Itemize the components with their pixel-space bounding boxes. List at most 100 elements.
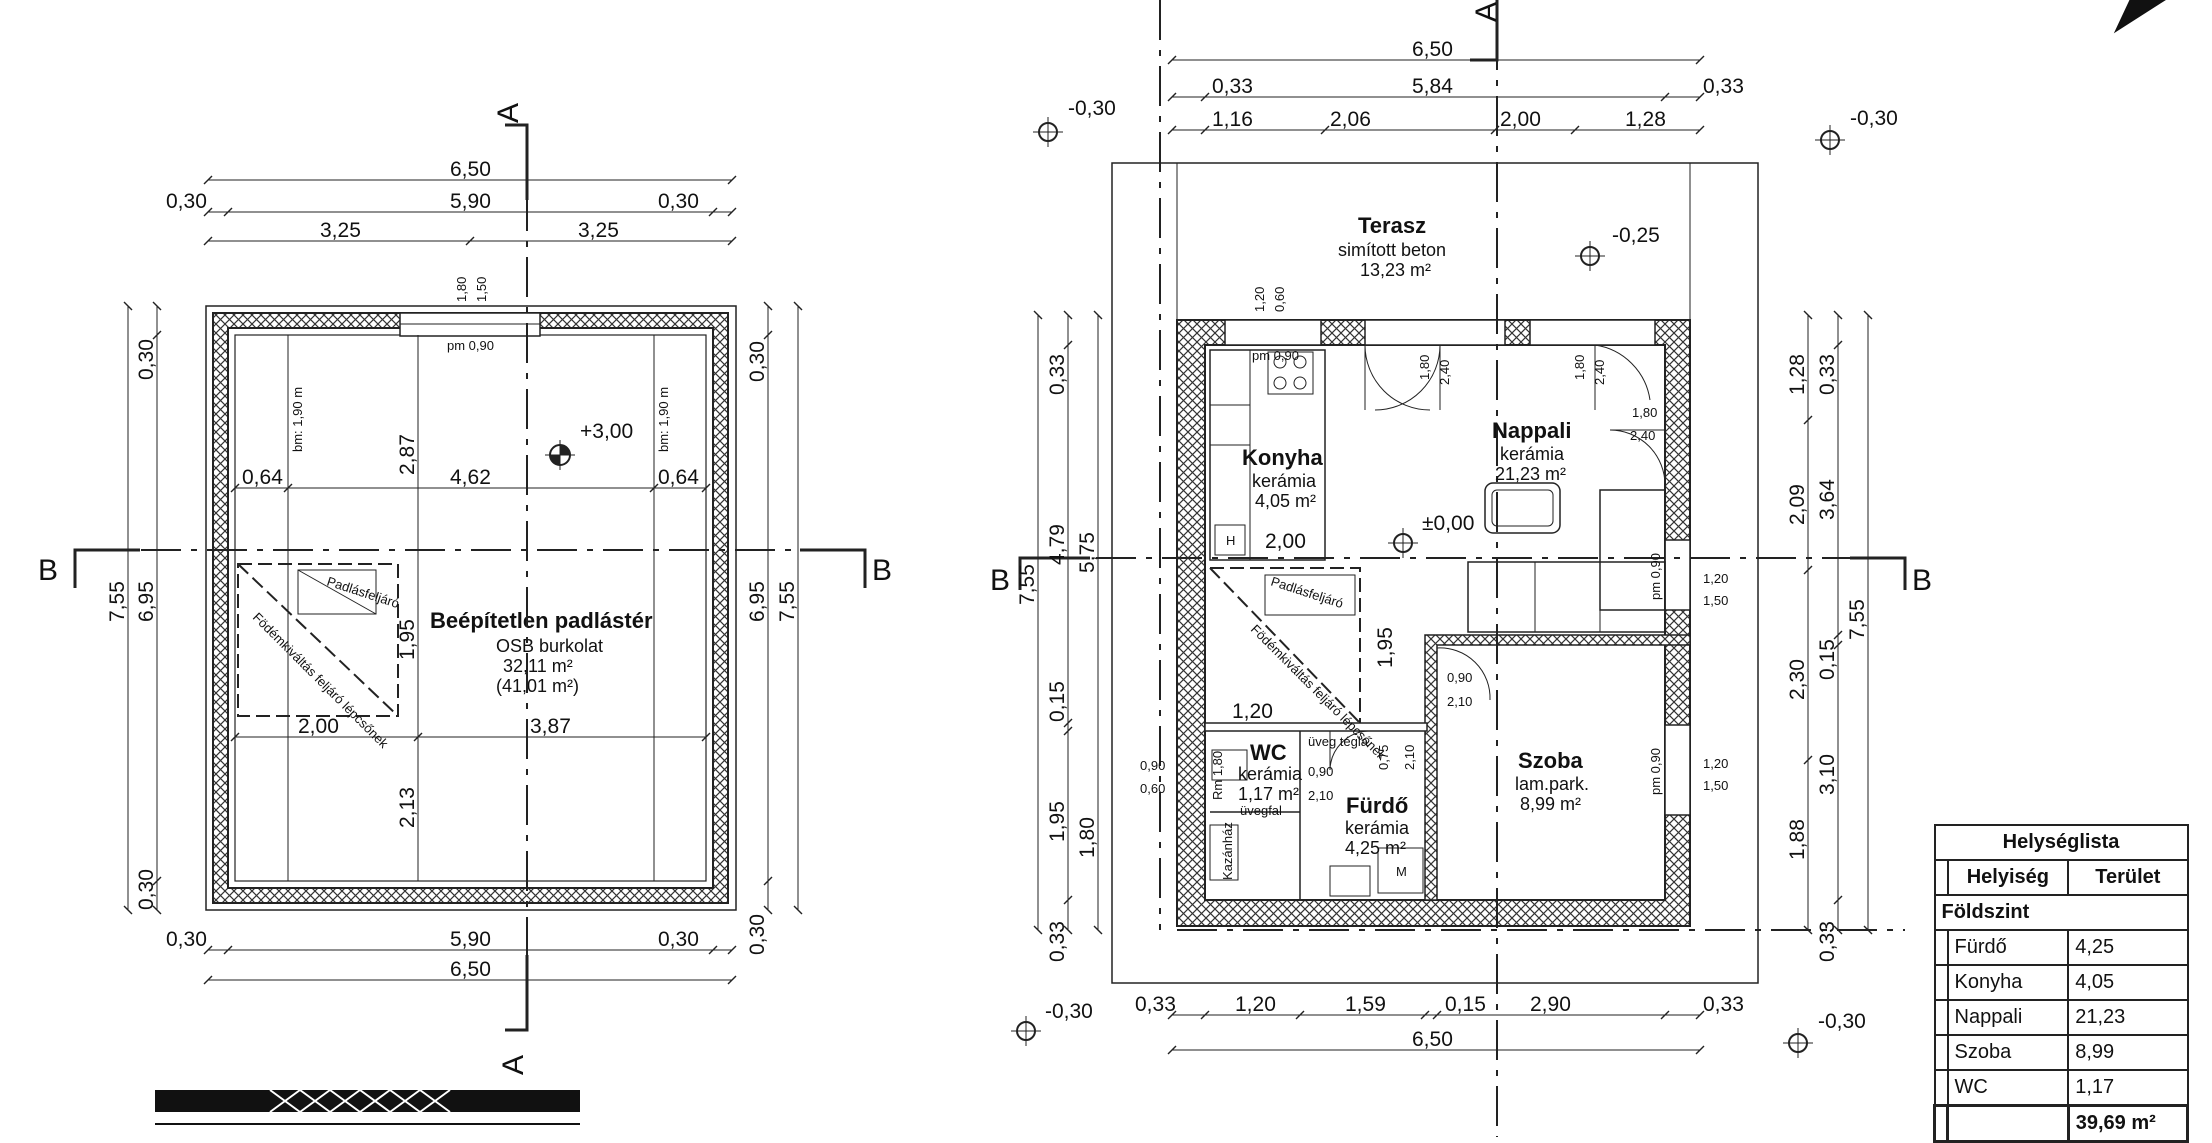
- table-row: Fürdő 4,25: [1933, 929, 2189, 966]
- attic-dim-s8: 0,30: [746, 914, 769, 955]
- g-open-24: Rm 1,80: [1210, 751, 1225, 800]
- room-furdo-material: kerámia: [1345, 818, 1410, 838]
- attic-section-labels: A A B B: [38, 103, 892, 1075]
- room-furdo-area: 4,25 m²: [1345, 838, 1406, 858]
- attic-dim-wall-l: 0,30: [166, 190, 207, 213]
- attic-dim-total: 6,50: [450, 158, 491, 181]
- ground-section-b-left: B: [990, 564, 1010, 597]
- ground-section-lines: [1018, 0, 1907, 1137]
- room-konyha-area: 4,05 m²: [1255, 491, 1316, 511]
- attic-dim-s4: 0,30: [135, 869, 158, 910]
- room-list-area: 4,05: [2067, 964, 2189, 1001]
- attic-dim-i4: 2,87: [396, 434, 419, 475]
- g-open-9: 2,40: [1630, 428, 1655, 443]
- level-nw: -0,30: [1068, 97, 1116, 120]
- attic-level: +3,00: [580, 420, 633, 443]
- attic-area: 32,11 m²: [503, 656, 573, 676]
- table-row: WC 1,17: [1933, 1069, 2189, 1107]
- attic-dim-b1: 0,30: [166, 928, 207, 951]
- room-wc-material: kerámia: [1238, 764, 1303, 784]
- g-open-4: 1,80: [1417, 355, 1432, 380]
- g-open-11: 1,50: [1703, 593, 1728, 608]
- ground-section-b-right: B: [1912, 564, 1932, 597]
- room-list-title: Helységlista: [1933, 824, 2189, 861]
- g-open-6: 1,80: [1572, 355, 1587, 380]
- attic-dim-s5: 0,30: [746, 341, 769, 382]
- g-open-1: 1,20: [1252, 287, 1267, 312]
- g-dim-left-2: 5,75: [1076, 532, 1099, 573]
- room-list-area: 4,25: [2067, 929, 2189, 966]
- g-dim-bot-1: 0,33: [1135, 993, 1176, 1016]
- g-open-15: pm 0,90: [1648, 748, 1663, 795]
- attic-section-a-top: A: [492, 103, 525, 123]
- g-open-22: 0,75: [1376, 745, 1391, 770]
- g-dim-top-5: 1,16: [1212, 108, 1253, 131]
- g-dim-left-4: 0,33: [1046, 354, 1069, 395]
- g-open-2: 0,60: [1272, 287, 1287, 312]
- g-dim-left-6: 1,95: [1046, 801, 1069, 842]
- g-dim-right-1: 1,28: [1786, 354, 1809, 395]
- attic-dim-i1: 0,64: [242, 466, 283, 489]
- attic-dim-s1: 7,55: [106, 581, 129, 622]
- attic-dim-s7: 7,55: [776, 581, 799, 622]
- room-list-total: 39,69 m²: [2066, 1104, 2190, 1143]
- level-ne: -0,30: [1850, 107, 1898, 130]
- room-list-name: Szoba: [1946, 1034, 2070, 1071]
- attic-window-h1: 1,80: [454, 277, 469, 302]
- level-markers: [1011, 117, 1845, 1058]
- ground-section-a-top: A: [1470, 2, 1503, 22]
- g-dim-right-9: 0,33: [1816, 921, 1839, 962]
- g-open-14: 1,50: [1703, 778, 1728, 793]
- g-dim-left-8: 0,33: [1046, 921, 1069, 962]
- level-terrace: -0,25: [1612, 224, 1660, 247]
- room-list-name: Nappali: [1946, 999, 2070, 1036]
- level-se: -0,30: [1818, 1010, 1866, 1033]
- g-glass-wall: üvegfal: [1240, 803, 1282, 818]
- room-terasz-name: Terasz: [1358, 213, 1426, 238]
- table-row: Szoba 8,99: [1933, 1034, 2189, 1071]
- room-list-group: Földszint: [1933, 894, 2189, 931]
- g-dim-left-1: 7,55: [1016, 564, 1039, 605]
- attic-dim-s2: 6,95: [135, 581, 158, 622]
- g-inner-1: 2,00: [1265, 530, 1306, 553]
- g-inner-3: 1,20: [1232, 700, 1273, 723]
- g-dim-right-8: 3,10: [1816, 754, 1839, 795]
- room-wc-name: WC: [1250, 740, 1287, 765]
- room-list-area: 8,99: [2067, 1034, 2189, 1071]
- room-nappali-area: 21,23 m²: [1495, 464, 1566, 484]
- attic-dim-s6: 6,95: [746, 581, 769, 622]
- g-hatch-label: Padlásfeljáró: [1269, 574, 1345, 611]
- g-dim-top-6: 2,06: [1330, 108, 1371, 131]
- room-list-area: 21,23: [2067, 999, 2189, 1036]
- g-dim-bot-7: 6,50: [1412, 1028, 1453, 1051]
- room-szoba-name: Szoba: [1518, 748, 1584, 773]
- level-sw: -0,30: [1045, 1000, 1093, 1023]
- g-dim-bot-4: 0,15: [1445, 993, 1486, 1016]
- g-dim-left-7: 1,80: [1076, 817, 1099, 858]
- attic-dim-b2: 5,90: [450, 928, 491, 951]
- attic-dim-half-r: 3,25: [578, 219, 619, 242]
- attic-dim-i6: 2,13: [396, 787, 419, 828]
- room-terasz-material: simított beton: [1338, 240, 1446, 260]
- g-open-19: 0,60: [1140, 781, 1165, 796]
- room-konyha-name: Konyha: [1242, 445, 1323, 470]
- room-konyha-material: kerámia: [1252, 471, 1317, 491]
- room-list-col-room: Helyiség: [1946, 859, 2070, 896]
- g-open-12: pm 0,90: [1648, 553, 1663, 600]
- g-open-20: 0,90: [1308, 764, 1333, 779]
- g-dim-left-3: 4,79: [1046, 524, 1069, 565]
- g-dim-right-5: 0,33: [1816, 354, 1839, 395]
- szoba-wall: [1424, 634, 1691, 901]
- g-open-10: 1,20: [1703, 571, 1728, 586]
- g-open-3: pm 0,90: [1252, 348, 1299, 363]
- attic-dim-wall-r: 0,30: [658, 190, 699, 213]
- g-dim-bot-6: 0,33: [1703, 993, 1744, 1016]
- g-open-13: 1,20: [1703, 756, 1728, 771]
- attic-area-gross: (41,01 m²): [496, 676, 579, 696]
- attic-name: Beépítetlen padlástér: [430, 608, 653, 633]
- g-boiler: Kazánház: [1220, 822, 1235, 880]
- room-list: Helységlista Helyiség Terület Földszint …: [1933, 824, 2190, 1143]
- attic-dim-i7: 2,00: [298, 715, 339, 738]
- attic-headroom-right: bm: 1,90 m: [656, 387, 671, 452]
